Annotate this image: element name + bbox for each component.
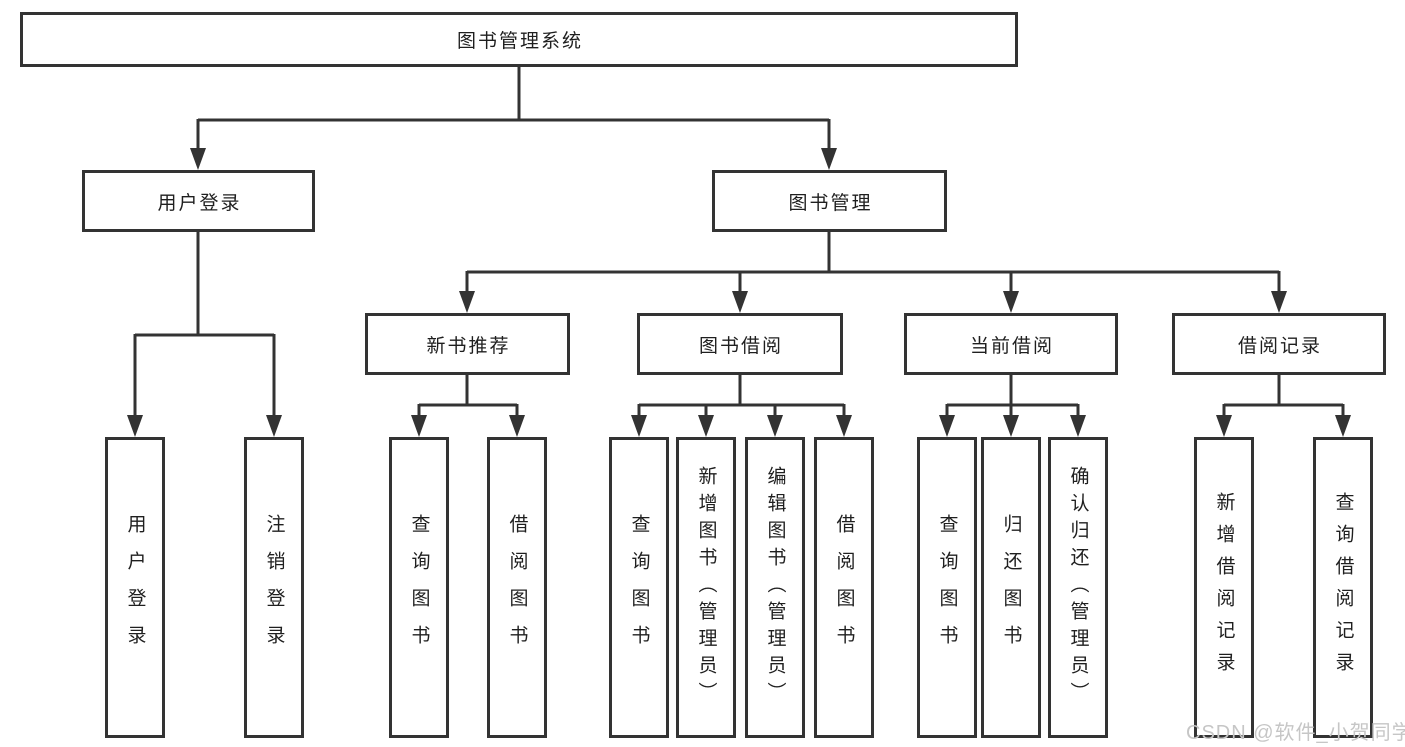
leaf-user-login: 用户登录 bbox=[105, 437, 165, 738]
node-root: 图书管理系统 bbox=[20, 12, 1018, 67]
leaf-records-add-borrow-record: 新增借阅记录 bbox=[1194, 437, 1254, 738]
connector-borrow-to-leaves bbox=[631, 375, 852, 437]
node-book-borrow: 图书借阅 bbox=[637, 313, 843, 375]
connector-new-book-to-leaves bbox=[411, 375, 525, 437]
leaf-label: 查询图书 bbox=[936, 513, 958, 662]
leaf-label: 借阅图书 bbox=[506, 513, 528, 662]
leaf-current-return-books: 归还图书 bbox=[981, 437, 1041, 738]
connector-current-to-leaves bbox=[939, 375, 1086, 437]
leaf-current-query-books: 查询图书 bbox=[917, 437, 977, 738]
node-user-login: 用户登录 bbox=[82, 170, 315, 232]
leaf-label: 确认归还（管理员） bbox=[1067, 466, 1089, 709]
leaf-borrow-borrow-books: 借阅图书 bbox=[814, 437, 874, 738]
leaf-records-query-borrow-record: 查询借阅记录 bbox=[1313, 437, 1373, 738]
node-new-book-recommend: 新书推荐 bbox=[365, 313, 570, 375]
connector-root-to-level2 bbox=[190, 67, 837, 170]
connector-records-to-leaves bbox=[1216, 375, 1351, 437]
leaf-label: 归还图书 bbox=[1000, 513, 1022, 662]
connector-book-mgmt-to-level3 bbox=[459, 232, 1287, 313]
leaf-label: 编辑图书（管理员） bbox=[764, 466, 786, 709]
node-borrow-records: 借阅记录 bbox=[1172, 313, 1386, 375]
leaf-label: 新增借阅记录 bbox=[1213, 491, 1235, 684]
csdn-watermark: CSDN @软件_小贺同学 bbox=[1186, 722, 1405, 744]
node-book-management: 图书管理 bbox=[712, 170, 947, 232]
leaf-label: 查询图书 bbox=[408, 513, 430, 662]
leaf-newbook-borrow-books: 借阅图书 bbox=[487, 437, 547, 738]
leaf-borrow-query-books: 查询图书 bbox=[609, 437, 669, 738]
connector-user-login-to-leaves bbox=[127, 232, 282, 437]
leaf-borrow-add-books-admin: 新增图书（管理员） bbox=[676, 437, 736, 738]
leaf-label: 查询借阅记录 bbox=[1332, 491, 1354, 684]
leaf-label: 查询图书 bbox=[628, 513, 650, 662]
node-current-borrow: 当前借阅 bbox=[904, 313, 1118, 375]
leaf-borrow-edit-books-admin: 编辑图书（管理员） bbox=[745, 437, 805, 738]
leaf-label: 用户登录 bbox=[124, 513, 146, 662]
leaf-current-confirm-return-admin: 确认归还（管理员） bbox=[1048, 437, 1108, 738]
leaf-label: 新增图书（管理员） bbox=[695, 466, 717, 709]
leaf-newbook-query-books: 查询图书 bbox=[389, 437, 449, 738]
leaf-label: 注销登录 bbox=[263, 513, 285, 662]
leaf-logout: 注销登录 bbox=[244, 437, 304, 738]
leaf-label: 借阅图书 bbox=[833, 513, 855, 662]
